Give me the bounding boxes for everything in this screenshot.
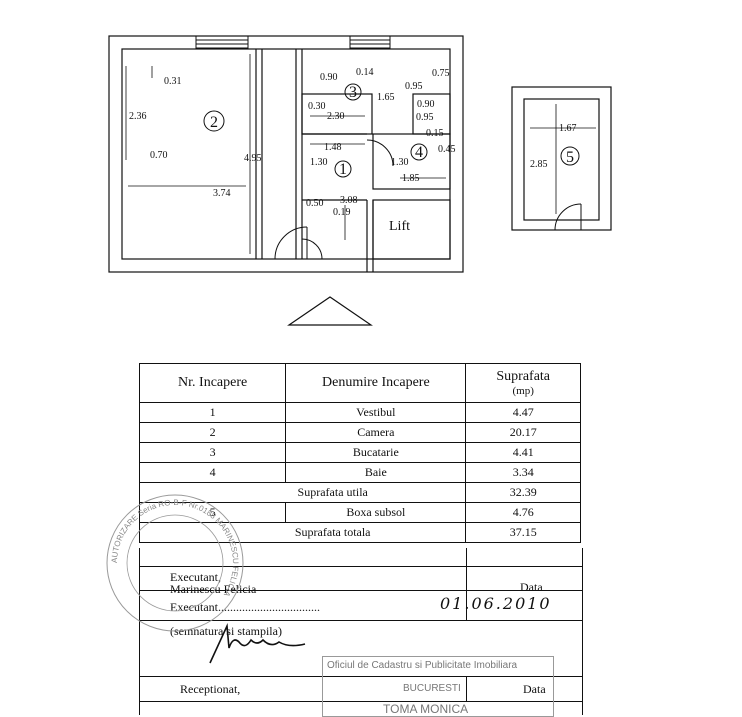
cell-name: Camera [285, 422, 467, 443]
door-arcs [274, 139, 394, 260]
cell-nr: 2 [138, 422, 287, 443]
data-label: Data [520, 580, 543, 594]
receptionat-label: Receptionat, [180, 682, 241, 696]
rooms-table: Nr. Incapere Denumire Incapere Suprafata… [138, 363, 581, 543]
divider [466, 566, 467, 590]
header-area: Suprafata(mp) [465, 363, 581, 403]
dim-label: 0.14 [356, 67, 374, 78]
dim-label: 0.75 [432, 68, 450, 79]
header-name: Denumire Incapere [285, 363, 467, 403]
dim-label: 0.50 [306, 198, 324, 209]
dim-label: 1.30 [391, 157, 409, 168]
cell-nr: 4 [138, 462, 287, 483]
north-arrow [287, 296, 373, 326]
total-area-value: 37.15 [465, 522, 581, 543]
room-number-5: 5 [566, 149, 574, 166]
util-area-value: 32.39 [465, 482, 581, 503]
divider [466, 676, 467, 701]
cell-area: 4.47 [465, 402, 581, 423]
header-area-unit: (mp) [512, 385, 534, 397]
dim-label: 1.67 [559, 123, 577, 134]
dim-label: 0.95 [416, 112, 434, 123]
cell-area: 20.17 [465, 422, 581, 443]
round-stamp: AUTORIZARE Seria RO-B-F Nr.0188 MARINESC… [106, 494, 244, 632]
dim-label: 0.45 [438, 144, 456, 155]
executant-dots: Executant...............................… [170, 600, 320, 614]
dim-label: 0.31 [164, 76, 182, 87]
total-area-label: Suprafata totala [138, 522, 467, 543]
dim-label: 2.30 [327, 111, 345, 122]
table-row: 3 Bucatarie 4.41 [138, 442, 581, 463]
lift-label: Lift [389, 219, 410, 234]
header-area-label: Suprafata [496, 369, 551, 384]
room-number-2: 2 [210, 114, 218, 131]
cell-area: 4.76 [465, 502, 581, 523]
cell-nr: 1 [138, 402, 287, 423]
dim-label: 0.19 [333, 207, 351, 218]
dim-label: 2.85 [530, 159, 548, 170]
apartment-walls [108, 35, 464, 273]
dim-label: 1.65 [377, 92, 395, 103]
handwritten-date: 01.06.2010 [440, 594, 552, 613]
cell-name: Vestibul [285, 402, 467, 423]
dim-label: 0.70 [150, 150, 168, 161]
dim-label: 0.90 [320, 72, 338, 83]
window-top-right [349, 35, 391, 49]
cell-nr: 3 [138, 442, 287, 463]
dim-label: 0.95 [405, 81, 423, 92]
cell-name: Boxa subsol [285, 502, 467, 523]
signature-section: Executant, Marinescu Felicia Data Execut… [139, 548, 583, 715]
cell-area: 4.41 [465, 442, 581, 463]
handwritten-signature [209, 622, 306, 664]
data-label-receptionat: Data [523, 682, 546, 696]
dim-label: 0.15 [426, 128, 444, 139]
dim-label: 1.48 [324, 142, 342, 153]
cell-name: Baie [285, 462, 467, 483]
cell-name: Bucatarie [285, 442, 467, 463]
dim-label: 4.95 [244, 153, 262, 164]
total-area-row: Suprafata totala 37.15 [138, 522, 581, 543]
room-number-4: 4 [415, 144, 423, 161]
dim-label: 2.36 [129, 111, 147, 122]
header-nr: Nr. Incapere [138, 363, 287, 403]
dim-label: 0.30 [308, 101, 326, 112]
storage-box-5 [511, 86, 612, 231]
divider [466, 590, 467, 620]
dim-label: 1.30 [310, 157, 328, 168]
room-number-3: 3 [349, 84, 357, 101]
dim-label: 0.90 [417, 99, 435, 110]
floor-plan: 2 3 1 4 5 Lift 0.31 2.36 0.70 4.95 3.74 … [108, 35, 612, 326]
divider [466, 548, 467, 566]
ocpi-stamp-line3: TOMA MONICA [383, 702, 469, 716]
cell-area: 3.34 [465, 462, 581, 483]
dimension-lines [125, 54, 446, 254]
table-row: 4 Baie 3.34 [138, 462, 581, 483]
table-row: 1 Vestibul 4.47 [138, 402, 581, 423]
divider [140, 701, 582, 702]
dim-label: 1.85 [402, 173, 420, 184]
table-header-row: Nr. Incapere Denumire Incapere Suprafata… [138, 363, 581, 403]
divider [140, 566, 582, 567]
ocpi-stamp: Oficiul de Cadastru si Publicitate Imobi… [322, 656, 554, 717]
dimension-labels: 0.31 2.36 0.70 4.95 3.74 0.14 0.75 0.90 … [129, 67, 577, 218]
window-top-left [195, 35, 249, 49]
dim-label: 3.74 [213, 188, 231, 199]
divider [140, 676, 582, 677]
ocpi-stamp-line2: BUCURESTI [403, 683, 461, 694]
dim-label: 3.08 [340, 195, 358, 206]
table-row: 2 Camera 20.17 [138, 422, 581, 443]
rooms-table-wrapper: Nr. Incapere Denumire Incapere Suprafata… [138, 363, 581, 543]
divider [140, 590, 582, 591]
ocpi-stamp-line1: Oficiul de Cadastru si Publicitate Imobi… [327, 660, 518, 671]
room-numbers: 2 3 1 4 5 [203, 83, 580, 178]
room-number-1: 1 [339, 161, 347, 178]
executant-label: Executant, [170, 570, 221, 584]
divider [140, 620, 582, 621]
executant-name: Marinescu Felicia [170, 582, 257, 596]
